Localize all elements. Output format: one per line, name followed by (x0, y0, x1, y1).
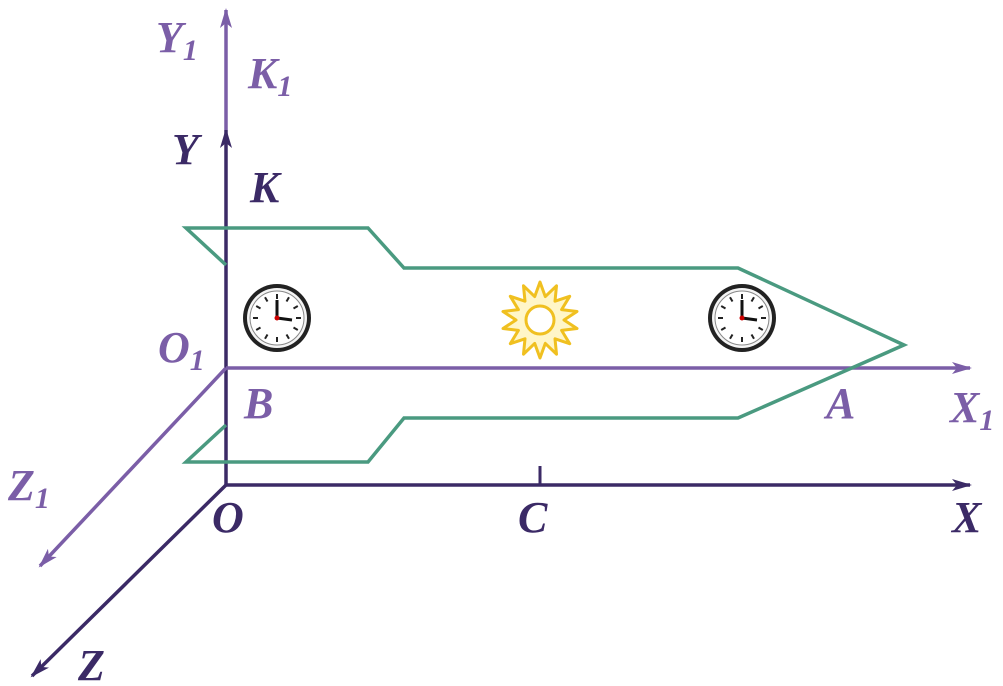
z1-axis (38, 366, 228, 568)
sun-icon (501, 280, 579, 360)
label-b: B (243, 379, 273, 428)
label-z1: Z1 (7, 461, 50, 515)
clock-icon (243, 284, 311, 352)
label-y1: Y1 (156, 13, 198, 67)
label-a: A (823, 379, 855, 428)
label-c: C (518, 493, 548, 542)
rocket-outline (181, 226, 909, 464)
label-k: K (249, 163, 282, 212)
label-k1: K1 (247, 49, 292, 103)
label-y: Y (172, 125, 203, 174)
z-axis (30, 483, 228, 678)
clock-icon (708, 284, 776, 352)
label-o1: O1 (158, 323, 205, 377)
label-x: X (950, 493, 983, 542)
label-o: O (212, 493, 244, 542)
label-x1: X1 (948, 383, 994, 437)
label-z: Z (77, 641, 105, 686)
